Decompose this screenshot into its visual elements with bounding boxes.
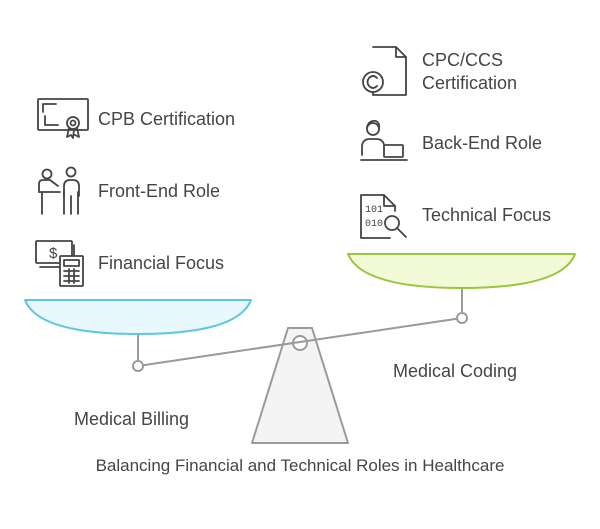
right-item-label-back-end: Back-End Role xyxy=(422,133,543,153)
left-beam-joint xyxy=(132,360,144,372)
certificate-icon xyxy=(37,98,89,139)
svg-text:010: 010 xyxy=(365,219,383,230)
left-item-label-financial: Financial Focus xyxy=(98,253,225,273)
diagram-caption: Balancing Financial and Technical Roles … xyxy=(95,456,505,475)
binary-search-icon: 101 010 xyxy=(360,194,407,239)
svg-text:101: 101 xyxy=(365,205,383,216)
right-item-label-technical: Technical Focus xyxy=(422,205,552,225)
left-item-label-cpb: CPB Certification xyxy=(98,109,236,129)
right-side-title: Medical Coding xyxy=(393,361,518,381)
document-c-icon xyxy=(362,46,407,96)
right-beam-joint xyxy=(456,312,468,324)
left-item-label-front-end: Front-End Role xyxy=(98,181,221,201)
scale-fulcrum xyxy=(251,327,349,444)
left-pan xyxy=(24,299,252,335)
scale-beam xyxy=(137,317,463,367)
person-laptop-icon xyxy=(360,119,408,161)
left-side-title: Medical Billing xyxy=(74,409,190,429)
right-item-label-cpc-ccs: CPC/CCS xyxy=(422,50,504,70)
svg-text:$: $ xyxy=(49,245,58,262)
right-pan xyxy=(347,253,576,289)
money-calculator-icon: $ xyxy=(35,240,84,287)
presenter-icon xyxy=(38,166,80,215)
right-item-label-certification: Certification xyxy=(422,73,518,93)
